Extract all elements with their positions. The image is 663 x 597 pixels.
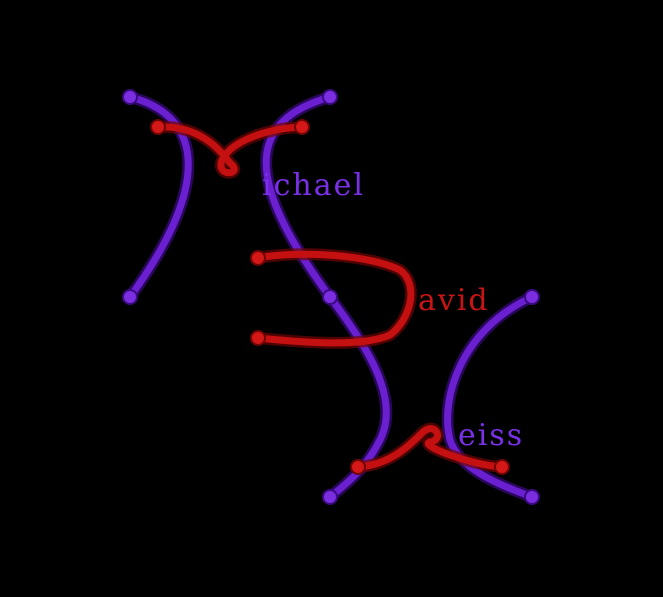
name-line-middle: avid: [418, 283, 490, 318]
letter-m-purple: [122, 89, 338, 305]
name-line-first: ichael: [262, 168, 365, 203]
letter-m-red-bow: [150, 119, 310, 179]
name-line-last: eiss: [458, 418, 524, 453]
letter-d-red: [250, 248, 417, 349]
letter-w-red-bow: [350, 422, 510, 475]
letter-w-purple: [441, 289, 540, 505]
